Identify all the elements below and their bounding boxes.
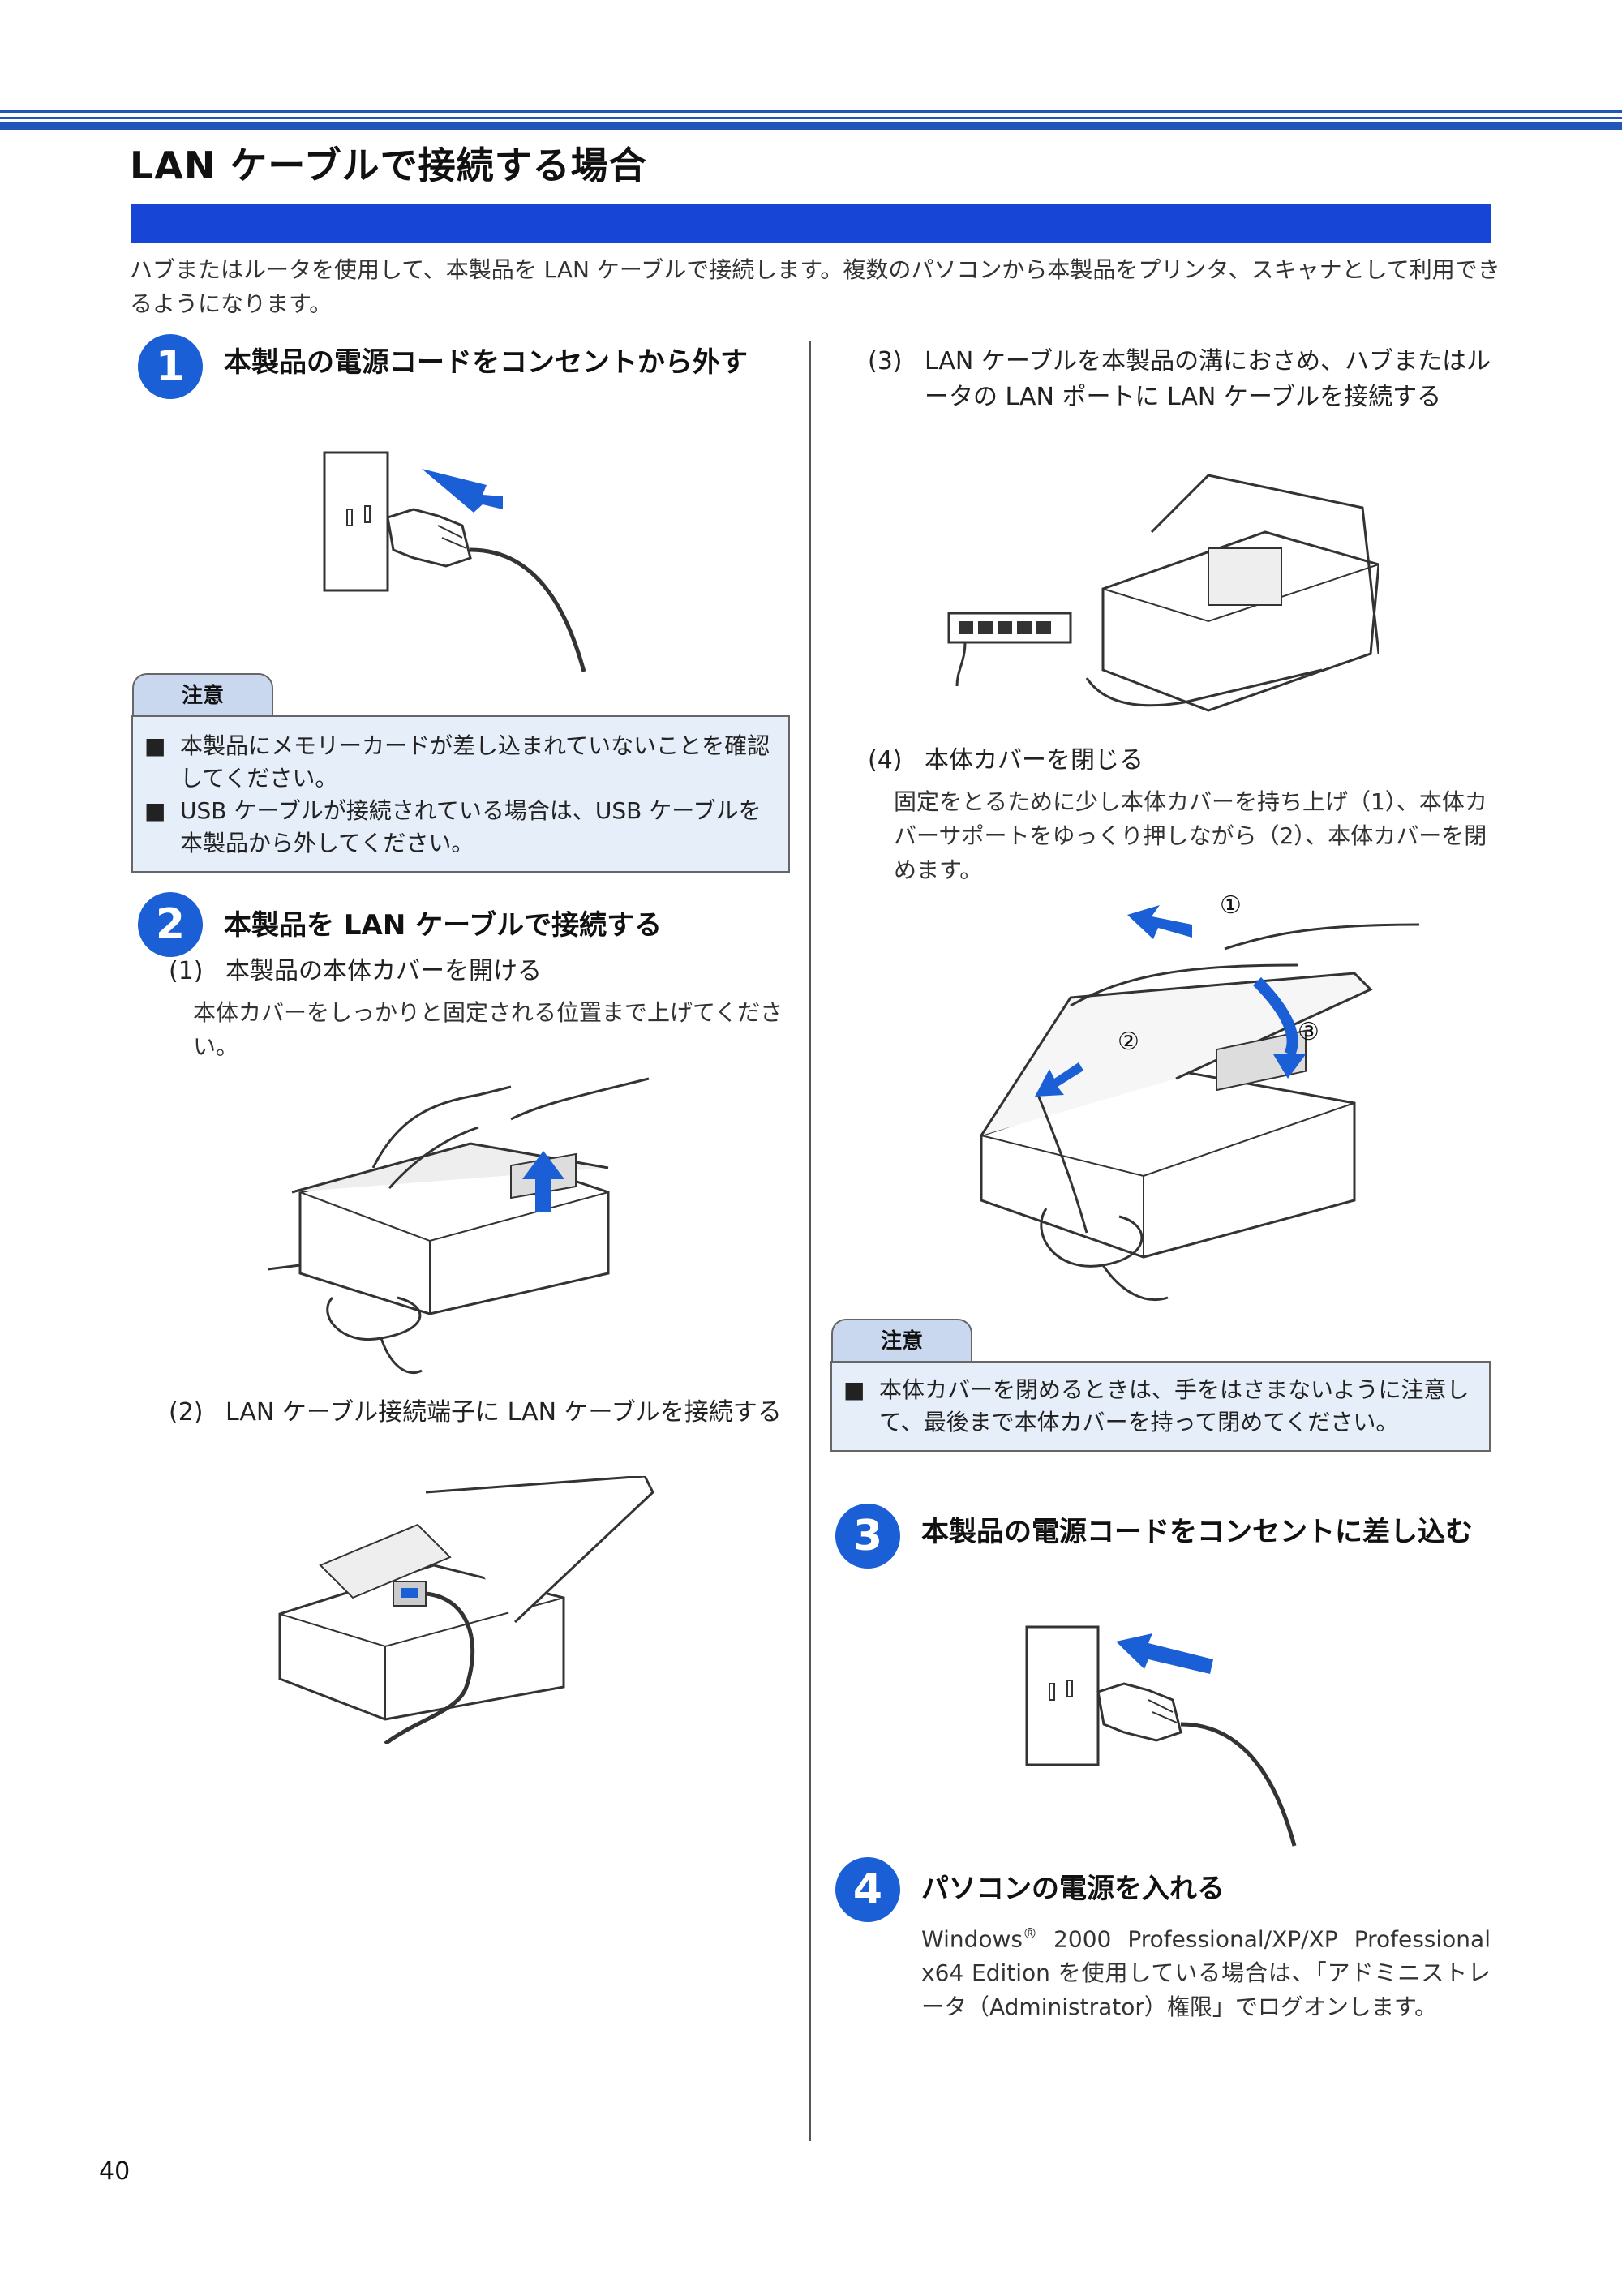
plug-in-illustration [1025, 1625, 1297, 1847]
substep-3-title: (3)LAN ケーブルを本製品の溝におさめ、ハブまたはルータの LAN ポートに… [868, 347, 1491, 411]
header-rule-thick [0, 122, 1622, 130]
caution-item: ■本製品にメモリーカードが差し込まれていないことを確認してください。 [133, 730, 788, 795]
marker-3: ③ [1298, 1018, 1319, 1046]
caution-box-2: ■本体カバーを閉めるときは、手をはさまないように注意して、最後まで本体カバーを持… [830, 1361, 1491, 1452]
substep-1-body: 本体カバーをしっかりと固定される位置まで上げてください。 [193, 999, 783, 1060]
step-title-4: パソコンの電源を入れる [921, 1873, 1225, 1905]
caution-tab-2: 注意 [831, 1319, 972, 1363]
step-title-3: 本製品の電源コードをコンセントに差し込む [921, 1516, 1473, 1548]
header-rule-thin [0, 110, 1622, 113]
marker-2: ② [1118, 1028, 1139, 1056]
step-title-2: 本製品を LAN ケーブルで接続する [224, 909, 663, 942]
title-bar [131, 204, 1491, 243]
caution-item: ■本体カバーを閉めるときは、手をはさまないように注意して、最後まで本体カバーを持… [832, 1374, 1489, 1439]
substep-2-title: (2)LAN ケーブル接続端子に LAN ケーブルを接続する [169, 1398, 782, 1427]
substep-4-title: (4)本体カバーを閉じる [868, 746, 1144, 775]
header-rule-thin [0, 117, 1622, 119]
caution-box-1: ■本製品にメモリーカードが差し込まれていないことを確認してください。 ■USB … [131, 715, 790, 873]
close-cover-illustration [980, 905, 1419, 1302]
step-number-1: 1 [138, 334, 203, 399]
step-number-3: 3 [835, 1504, 900, 1569]
square-bullet-icon: ■ [144, 797, 166, 824]
substep-4-body: 固定をとるために少し本体カバーを持ち上げ（1）、本体カバーサポートをゆっくり押し… [894, 788, 1487, 883]
marker-1: ① [1220, 891, 1242, 920]
step-title-1: 本製品の電源コードをコンセントから外す [224, 346, 748, 379]
hub-connection-illustration [947, 474, 1379, 712]
caution-tab-1: 注意 [132, 673, 273, 717]
intro-text: ハブまたはルータを使用して、本製品を LAN ケーブルで接続します。複数のパソコ… [130, 256, 1500, 317]
substep-1-title: (1)本製品の本体カバーを開ける [169, 957, 542, 985]
lan-port-illustration [278, 1476, 654, 1744]
unplug-illustration [323, 451, 586, 672]
caution-item: ■USB ケーブルが接続されている場合は、USB ケーブルを本製品から外してくだ… [133, 795, 788, 860]
square-bullet-icon: ■ [843, 1376, 865, 1403]
step-4-body: Windows® 2000 Professional/XP/XP Profess… [921, 1925, 1491, 2021]
square-bullet-icon: ■ [144, 732, 166, 759]
page-number: 40 [99, 2157, 131, 2186]
step-number-4: 4 [835, 1857, 900, 1922]
page-title: LAN ケーブルで接続する場合 [130, 144, 647, 187]
open-cover-illustration [268, 1077, 650, 1375]
column-divider [809, 341, 811, 2141]
step-number-2: 2 [138, 892, 203, 957]
